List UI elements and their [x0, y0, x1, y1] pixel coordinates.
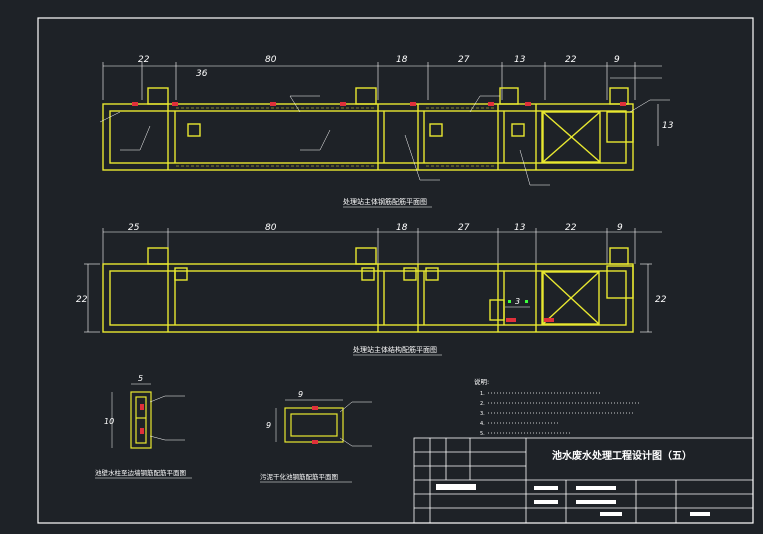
- bottom-plan-markers: [508, 300, 528, 303]
- bottom-small-dim: 3: [515, 297, 520, 306]
- bottom-dim-1: 25: [128, 223, 140, 233]
- detail-left-dim-top: 5: [138, 374, 143, 383]
- note-item-4: 4.: [480, 421, 485, 427]
- bottom-dim-7: 9: [617, 223, 623, 233]
- top-dim-3: 80: [265, 55, 277, 65]
- bottom-dim-3: 18: [396, 223, 408, 233]
- detail-left: 5 10 池壁水柱至边墙钢筋配筋平面图: [95, 374, 192, 479]
- title-block-fields: [436, 484, 710, 516]
- top-plan: 22 36 80 18 27 13 22 9: [99, 55, 674, 208]
- detail-left-dims: [111, 383, 185, 448]
- notes: 说明: 1. 2. 3. 4. 5.: [474, 377, 640, 437]
- bottom-plan-walls: [102, 247, 634, 333]
- notes-heading: 说明:: [474, 377, 489, 386]
- note-item-5: 5.: [480, 431, 485, 437]
- top-dim-8: 9: [614, 55, 620, 65]
- detail-left-walls: [130, 391, 152, 449]
- detail-middle-walls: [284, 407, 344, 443]
- top-plan-caption: 处理站主体钢筋配筋平面图: [343, 197, 427, 206]
- top-dim-5: 27: [458, 55, 470, 65]
- note-item-3: 3.: [480, 411, 485, 417]
- bottom-dim-4: 27: [458, 223, 470, 233]
- title-block: 池水废水处理工程设计图（五）: [413, 437, 754, 524]
- top-dim-1: 22: [138, 55, 150, 65]
- top-plan-leaders: [99, 95, 670, 186]
- title-block-grid: [413, 437, 754, 524]
- bottom-plan-pipes: [506, 318, 554, 322]
- detail-middle-dim-top: 9: [298, 390, 303, 399]
- detail-middle-caption: 污泥干化池钢筋配筋平面图: [260, 472, 338, 481]
- top-dim-4: 18: [396, 55, 408, 65]
- detail-middle-dims: [275, 399, 372, 447]
- bottom-left-dim: 22: [76, 295, 88, 305]
- bottom-right-dim: 22: [655, 295, 667, 305]
- note-item-2: 2.: [480, 401, 485, 407]
- detail-left-dim-side: 10: [104, 417, 114, 426]
- top-plan-rebar: [176, 107, 496, 167]
- top-dim-2: 36: [196, 69, 208, 79]
- top-plan-walls: [102, 87, 634, 171]
- bottom-plan-caption: 处理站主体结构配筋平面图: [353, 345, 437, 354]
- bottom-dim-5: 13: [514, 223, 526, 233]
- bottom-dim-2: 80: [265, 223, 277, 233]
- detail-left-caption: 池壁水柱至边墙钢筋配筋平面图: [95, 468, 186, 477]
- top-side-dim: 13: [662, 121, 674, 131]
- note-item-1: 1.: [480, 391, 485, 397]
- bottom-plan: 25 80 18 27 13 22 9: [76, 223, 667, 356]
- detail-middle-dim-side: 9: [266, 421, 271, 430]
- bottom-side-dimensions: [84, 263, 652, 333]
- top-dim-7: 22: [565, 55, 577, 65]
- bottom-dim-6: 22: [565, 223, 577, 233]
- detail-middle: 9 9 污泥干化池钢筋配筋平面图: [260, 390, 372, 483]
- top-dim-6: 13: [514, 55, 526, 65]
- top-dimension-line: [102, 62, 662, 100]
- detail-left-pipes: [140, 404, 144, 434]
- drawing-title: 池水废水处理工程设计图（五）: [552, 449, 692, 462]
- detail-middle-pipes: [312, 406, 318, 444]
- notes-text-lines: [488, 392, 640, 434]
- bottom-dimension-line: [102, 228, 662, 264]
- top-plan-pipes: [132, 102, 626, 106]
- drawing-frame: [37, 17, 754, 524]
